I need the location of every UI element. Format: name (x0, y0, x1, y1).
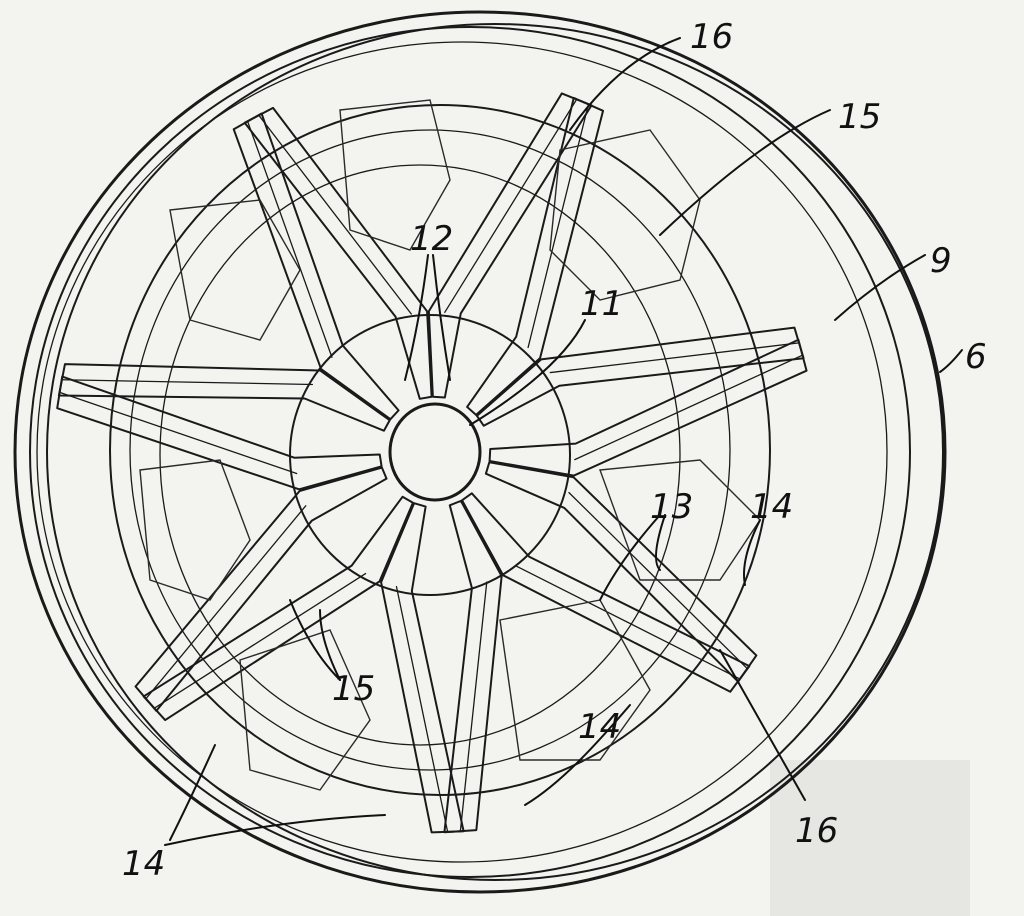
spoke (243, 92, 593, 400)
center-cap (388, 402, 482, 502)
spoke-arm (488, 338, 808, 477)
spoke-arm (484, 461, 758, 683)
spoke-ridge (59, 391, 298, 475)
label-16-bottom: 16 (795, 811, 838, 851)
spoke (443, 492, 751, 834)
label-13: 13 (650, 487, 693, 527)
label-12: 12 (410, 219, 453, 259)
spoke (142, 495, 465, 834)
label-11: 11 (580, 284, 623, 324)
spoke-arm (232, 112, 400, 421)
spoke-arm (56, 375, 383, 491)
spoke-ridge (153, 572, 367, 709)
label-15-top: 15 (838, 97, 881, 137)
outer-rim (13, 10, 947, 894)
label-14-right: 14 (750, 487, 793, 527)
spoke-arm (475, 326, 805, 427)
spoke-ridge (145, 505, 307, 700)
label-15-lower: 15 (332, 669, 375, 709)
reference-labels: 6 9 11 12 13 14 14 14 15 15 16 16 (122, 17, 987, 884)
spoke-arm (57, 363, 391, 432)
spoke-group (56, 92, 808, 834)
spoke-arm (427, 92, 593, 399)
label-6: 6 (965, 337, 987, 377)
spoke-ridge (515, 565, 741, 680)
label-14-bottom-left: 14 (122, 844, 165, 884)
spoke-ridge (258, 114, 412, 315)
spoke-arm (466, 96, 605, 416)
spoke-ridge (61, 379, 314, 386)
spoke-ridge (444, 98, 578, 313)
spoke-ridge (574, 354, 804, 461)
spoke (57, 112, 400, 432)
scan-shadow-patch (770, 760, 970, 916)
spoke (56, 375, 388, 712)
spoke (466, 96, 805, 427)
spoke-arm (461, 492, 751, 693)
spoke-arm (443, 499, 503, 834)
label-16-top: 16 (690, 17, 733, 57)
spoke-ridge (246, 120, 333, 358)
label-9: 9 (930, 241, 952, 281)
spoke-ridge (549, 342, 800, 374)
spoke-arm (380, 502, 465, 834)
spoke-ridge (459, 581, 488, 832)
spoke-ridge (395, 585, 449, 833)
spoke-arm (142, 495, 414, 722)
spoke-arm (134, 466, 388, 712)
leader-lines (164, 37, 963, 846)
window-hatching (139, 99, 761, 791)
label-14-bottom-mid: 14 (578, 707, 621, 747)
spoke-ridge (527, 103, 590, 349)
